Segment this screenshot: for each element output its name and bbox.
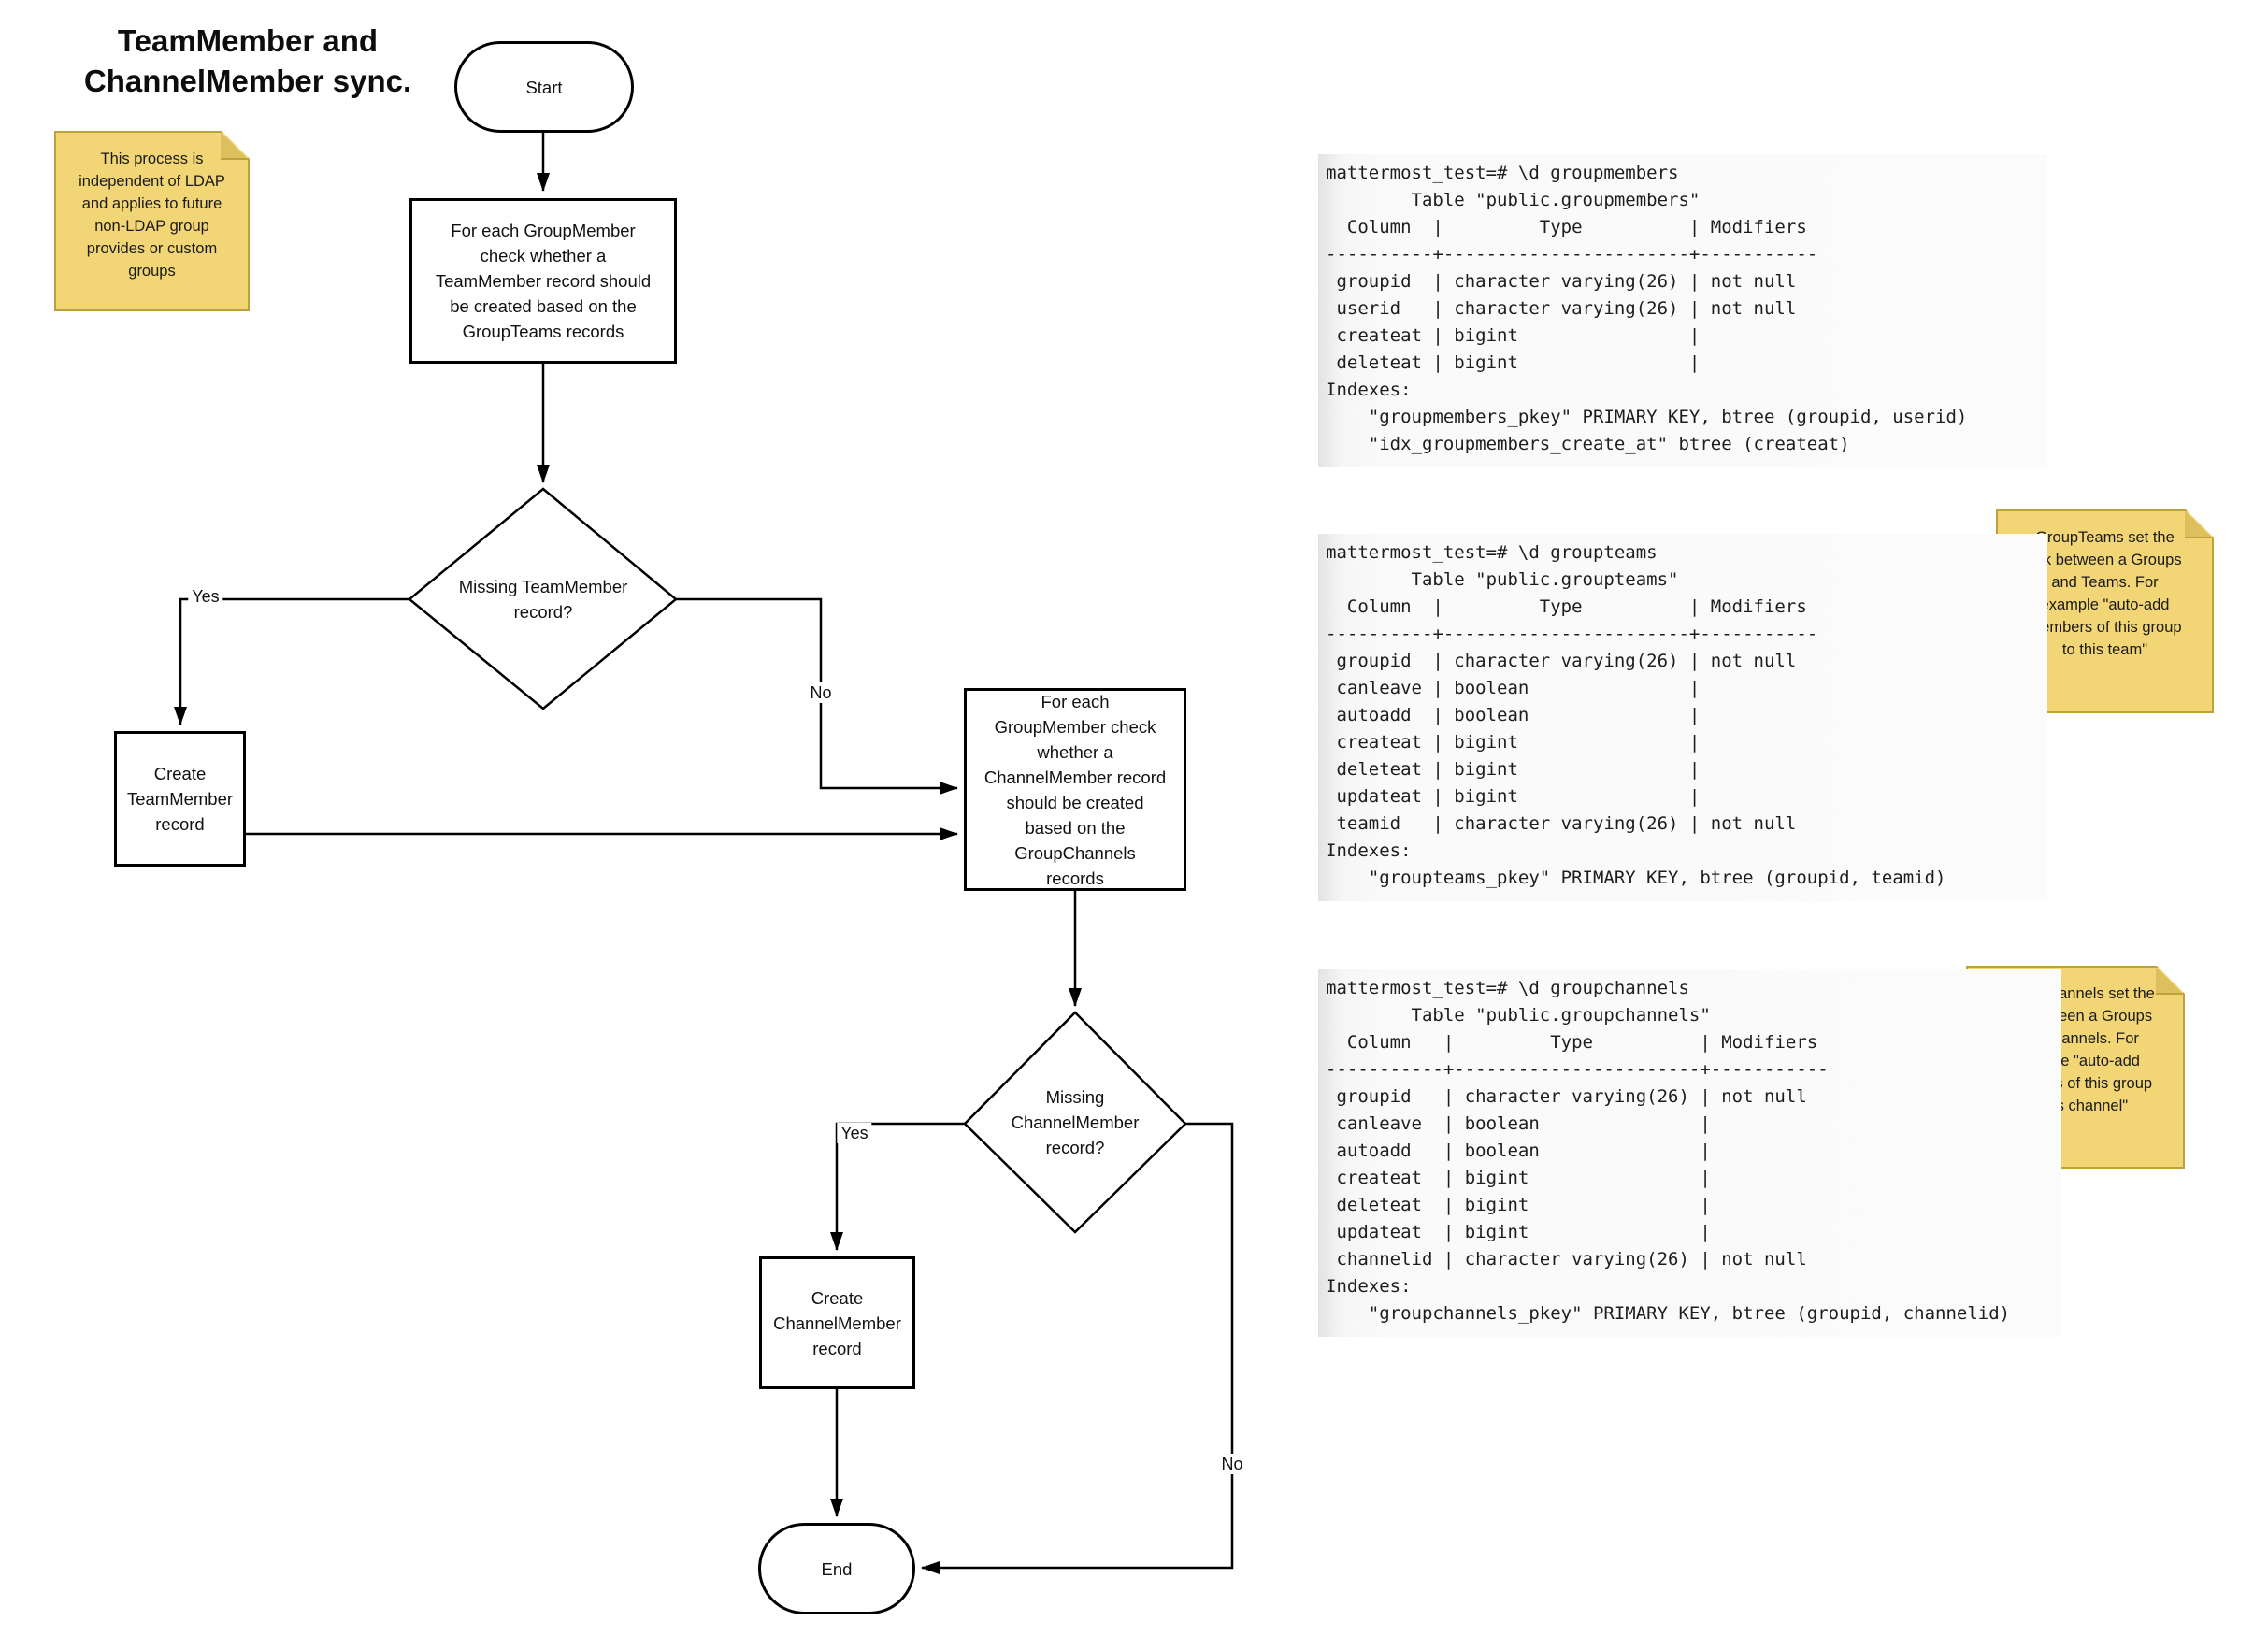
code-block-groupteams: mattermost_test=# \d groupteams Table "p…	[1318, 534, 2047, 901]
code-block-groupmembers: mattermost_test=# \d groupmembers Table …	[1318, 154, 2047, 467]
decision1-node: Missing TeamMember record?	[409, 489, 677, 709]
note-fold-icon	[2156, 967, 2184, 995]
note-fold-icon	[221, 132, 249, 160]
create-teammember-node: Create TeamMember record	[114, 731, 246, 867]
edge-label-no1: No	[806, 682, 836, 703]
start-label: Start	[525, 77, 563, 97]
start-node: Start	[454, 41, 634, 133]
process1-label: For each GroupMember check whether a Tea…	[435, 221, 652, 341]
create-channelmember-label: Create ChannelMember record	[773, 1287, 901, 1358]
edge-label-yes1: Yes	[188, 586, 223, 607]
note-ldap-text: This process is independent of LDAP and …	[79, 151, 225, 280]
decision2-label: Missing ChannelMember record?	[1011, 1087, 1140, 1157]
diagram-title: TeamMember and ChannelMember sync.	[83, 23, 412, 98]
code-block-groupchannels: mattermost_test=# \d groupchannels Table…	[1318, 969, 2061, 1337]
decision2-node: Missing ChannelMember record?	[965, 1012, 1185, 1232]
process2-label: For each GroupMember check whether a Cha…	[983, 691, 1167, 888]
end-node: End	[758, 1523, 915, 1614]
edge-label-yes2: Yes	[837, 1123, 872, 1143]
create-teammember-label: Create TeamMember record	[126, 764, 234, 834]
decision1-label: Missing TeamMember record?	[458, 576, 628, 622]
process2-node: For each GroupMember check whether a Cha…	[964, 688, 1186, 891]
create-channelmember-node: Create ChannelMember record	[759, 1256, 915, 1389]
note-ldap: This process is independent of LDAP and …	[54, 131, 250, 311]
note-fold-icon	[2185, 510, 2213, 538]
note-groupteams-text: GroupTeams set the link between a Groups…	[2028, 529, 2182, 658]
edge-label-no2: No	[1217, 1454, 1247, 1474]
end-label: End	[821, 1558, 853, 1579]
process1-node: For each GroupMember check whether a Tea…	[409, 198, 677, 364]
edge-decision1-yes	[174, 597, 409, 725]
